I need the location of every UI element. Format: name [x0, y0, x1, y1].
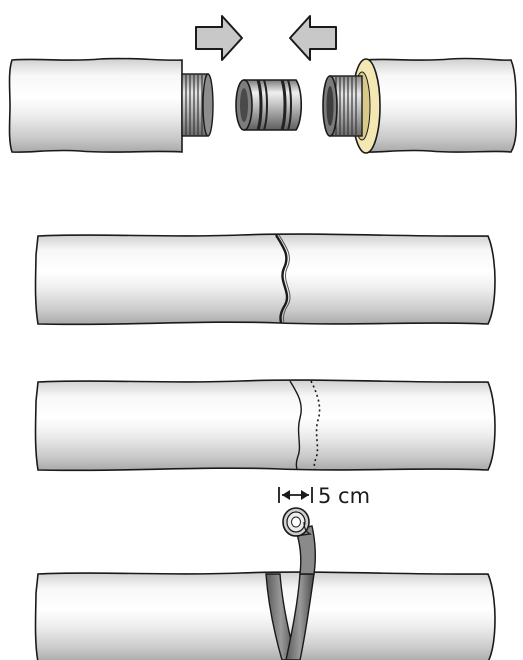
right-pipe: [365, 57, 518, 153]
step-connect: [8, 15, 518, 154]
pipe-seam-line: [289, 380, 302, 470]
tape-band: [265, 573, 297, 660]
pipe-seam-line: [274, 234, 289, 324]
tape-strip: [295, 525, 317, 575]
right-thread-fitting: [322, 75, 363, 137]
step-wrap-tape: [34, 507, 496, 660]
insulated-pipe: [34, 571, 496, 660]
tape-band: [285, 573, 315, 660]
step-offset-mark: 5 cm: [34, 379, 496, 508]
arrow-icon: [195, 15, 243, 61]
insulated-pipe: [34, 379, 496, 472]
arrow-icon: [289, 15, 337, 61]
left-pipe: [8, 57, 183, 153]
cut-mark-dotted-line: [310, 380, 321, 470]
double-arrow-icon: [278, 487, 313, 503]
insulated-pipe: [34, 233, 496, 326]
coupler-fitting: [235, 79, 303, 131]
tape-roll: [282, 507, 312, 537]
left-thread-fitting: [181, 73, 214, 137]
measurement-label: 5 cm: [318, 484, 370, 508]
step-seam: [34, 233, 496, 326]
